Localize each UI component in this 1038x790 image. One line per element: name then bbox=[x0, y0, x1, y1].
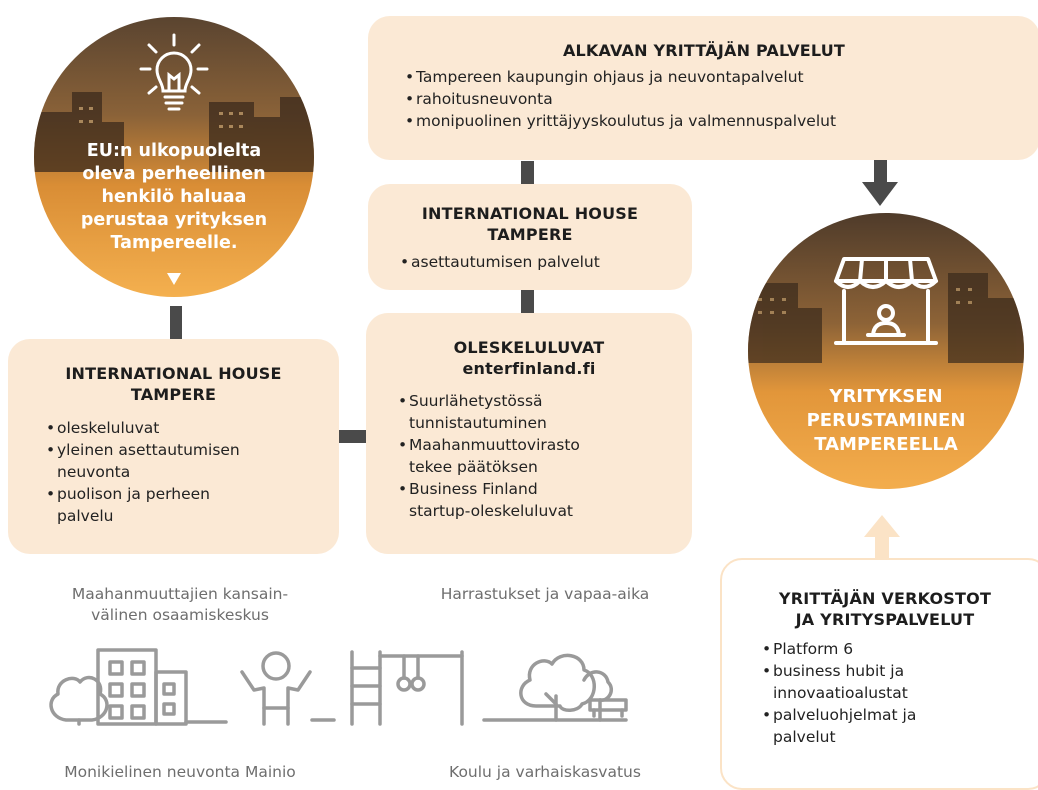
connector-ih-left-to-oleskelu bbox=[338, 430, 368, 443]
arrow-down-icon bbox=[862, 160, 898, 206]
box-oleskeluluvat: OLESKELULUVAT enterfinland.fi Suurlähety… bbox=[366, 313, 692, 554]
list-item: Platform 6 bbox=[762, 638, 1038, 660]
end-line-2: PERUSTAMINEN bbox=[806, 410, 966, 431]
list-item: rahoitusneuvonta bbox=[405, 88, 1038, 110]
caption-osaamiskeskus: Maahanmuuttajien kansain- välinen osaami… bbox=[71, 585, 289, 624]
start-line-2: oleva perheellinen bbox=[82, 164, 266, 184]
start-line-4: perustaa yrityksen bbox=[80, 210, 268, 230]
box-international-house-center: INTERNATIONAL HOUSE TAMPERE asettautumis… bbox=[368, 184, 692, 290]
lightbulb-icon bbox=[139, 33, 209, 111]
box-alkavan-yrittajan-palvelut: ALKAVAN YRITTÄJÄN PALVELUT Tampereen kau… bbox=[368, 16, 1038, 160]
triangle-down-icon bbox=[167, 273, 181, 285]
list-item: Tampereen kaupungin ohjaus ja neuvontapa… bbox=[405, 66, 1038, 88]
box-verkostot-title-2: JA YRITYSPALVELUT bbox=[795, 610, 975, 629]
arrow-up-icon bbox=[864, 515, 900, 563]
connector-ih-center-to-oleskelu bbox=[521, 290, 534, 314]
start-circle: EU:n ulkopuolelta oleva perheellinen hen… bbox=[34, 17, 314, 297]
list-item: monipuolinen yrittäjyyskoulutus ja valme… bbox=[405, 110, 1038, 132]
list-item: asettautumisen palvelut bbox=[400, 251, 692, 273]
list-item: oleskeluluvat bbox=[46, 417, 339, 439]
box-ih-left-title-2: TAMPERE bbox=[130, 385, 217, 404]
start-line-3: henkilö haluaa bbox=[101, 187, 247, 207]
box-verkostot-title-1: YRITTÄJÄN VERKOSTOT bbox=[778, 589, 992, 608]
start-line-1: EU:n ulkopuolelta bbox=[86, 141, 262, 161]
box-oleskelu-title-1: OLESKELULUVAT bbox=[453, 338, 605, 357]
box-oleskelu-title-2: enterfinland.fi bbox=[462, 359, 596, 378]
connector-start-to-ih-left bbox=[170, 306, 182, 340]
start-line-5: Tampereelle. bbox=[110, 233, 238, 253]
box-ih-center-title-2: TAMPERE bbox=[487, 225, 573, 244]
box-ih-center-title-1: INTERNATIONAL HOUSE bbox=[421, 204, 639, 223]
tree-icon bbox=[49, 675, 109, 726]
person-icon bbox=[240, 651, 336, 726]
playground-icon bbox=[350, 650, 464, 726]
box-ih-left-title-1: INTERNATIONAL HOUSE bbox=[65, 364, 282, 383]
park-icon bbox=[482, 653, 628, 722]
end-line-3: TAMPEREELLA bbox=[814, 434, 958, 455]
connector-alkavan-to-ih-center bbox=[521, 161, 534, 185]
shop-icon bbox=[834, 257, 938, 345]
end-line-1: YRITYKSEN bbox=[829, 386, 943, 407]
end-circle: YRITYKSEN PERUSTAMINEN TAMPEREELLA bbox=[748, 213, 1024, 489]
box-international-house-left: INTERNATIONAL HOUSE TAMPERE oleskeluluva… bbox=[8, 339, 339, 554]
building-icon bbox=[96, 648, 228, 726]
caption-harrastukset: Harrastukset ja vapaa-aika bbox=[440, 585, 650, 603]
box-alkavan-title: ALKAVAN YRITTÄJÄN PALVELUT bbox=[562, 41, 846, 60]
caption-koulu: Koulu ja varhaiskasvatus bbox=[449, 763, 641, 781]
caption-mainio: Monikielinen neuvonta Mainio bbox=[64, 763, 296, 781]
